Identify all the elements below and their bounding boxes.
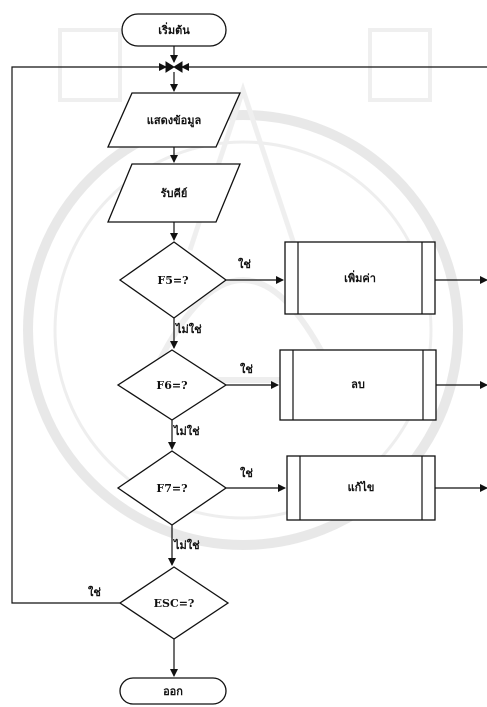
decision-esc-label: ESC=? bbox=[154, 597, 195, 610]
process-delete: ลบ bbox=[280, 350, 436, 420]
decision-esc: ESC=? bbox=[120, 567, 228, 639]
process-add: เพิ่มค่า bbox=[285, 242, 435, 314]
f7-yes-label: ใช่ bbox=[240, 466, 253, 480]
display-node: แสดงข้อมูล bbox=[108, 93, 240, 147]
exit-label: ออก bbox=[163, 685, 183, 698]
process-add-label: เพิ่มค่า bbox=[344, 270, 376, 285]
decision-f5-label: F5=? bbox=[157, 274, 188, 287]
start-label: เริ่มต้น bbox=[158, 22, 190, 37]
junction-point bbox=[166, 62, 182, 72]
getkey-label: รับคีย์ bbox=[161, 187, 188, 200]
f6-yes-label: ใช่ bbox=[240, 362, 253, 376]
process-delete-label: ลบ bbox=[351, 378, 365, 391]
start-node: เริ่มต้น bbox=[122, 14, 226, 46]
f5-no-label: ไม่ใช่ bbox=[174, 322, 202, 336]
decision-f5: F5=? bbox=[120, 242, 226, 318]
f6-no-label: ไม่ใช่ bbox=[172, 424, 200, 438]
display-label: แสดงข้อมูล bbox=[147, 114, 202, 128]
esc-yes-label: ใช่ bbox=[88, 585, 101, 599]
process-edit-label: แก้ไข bbox=[348, 480, 375, 494]
f7-no-label: ไม่ใช่ bbox=[172, 538, 200, 552]
f5-yes-label: ใช่ bbox=[238, 257, 251, 271]
getkey-node: รับคีย์ bbox=[108, 164, 240, 222]
process-edit: แก้ไข bbox=[287, 456, 435, 520]
exit-node: ออก bbox=[120, 678, 226, 704]
decision-f6: F6=? bbox=[118, 350, 226, 420]
decision-f7-label: F7=? bbox=[156, 482, 187, 495]
decision-f6-label: F6=? bbox=[156, 379, 187, 392]
